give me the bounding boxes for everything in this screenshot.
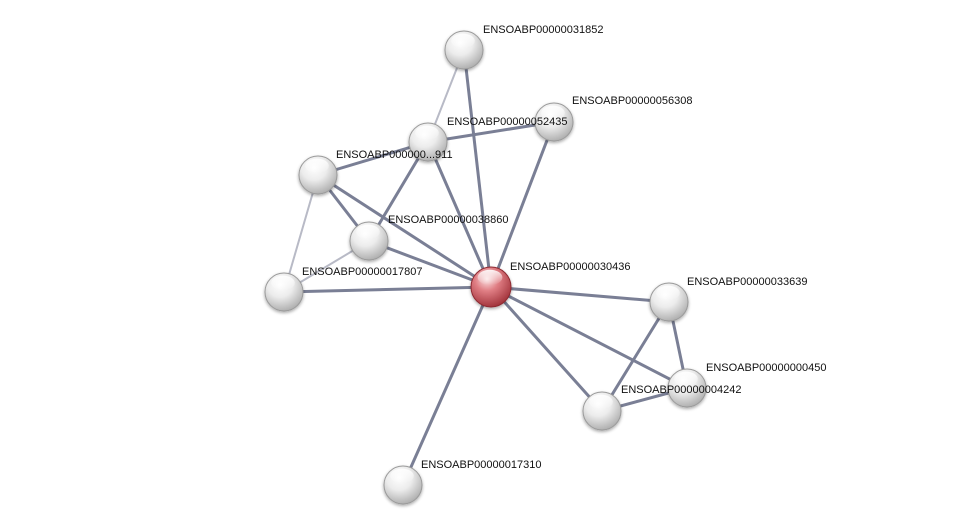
protein-node[interactable]: [408, 122, 448, 162]
protein-node[interactable]: [534, 102, 574, 142]
node-label: ENSOABP00000056308: [572, 95, 692, 107]
edge-n30436-n4242: [489, 285, 604, 413]
node-label: ENSOABP00000000450: [706, 362, 826, 374]
node-gloss: [415, 125, 439, 141]
query-protein-node[interactable]: [470, 266, 512, 308]
node-gloss: [390, 468, 414, 484]
node-gloss: [356, 224, 380, 240]
node-gloss: [674, 371, 698, 387]
node-gloss: [271, 275, 295, 291]
edge-n30436-n450: [489, 285, 689, 390]
nodes-layer: [264, 30, 707, 505]
node-label: ENSOABP00000052435: [447, 116, 567, 128]
edge-n911-n30436: [316, 173, 493, 289]
node-label: ENSOABP00000017807: [302, 266, 422, 278]
edge-n52435-n30436: [426, 140, 493, 289]
protein-node[interactable]: [349, 221, 389, 261]
node-gloss: [477, 269, 503, 285]
node-gloss: [305, 158, 329, 174]
edge-n30436-n17310: [401, 285, 493, 487]
node-gloss: [451, 33, 475, 49]
edge-n56308-n30436: [489, 120, 556, 289]
node-gloss: [589, 394, 613, 410]
labels-layer: ENSOABP00000031852ENSOABP00000056308ENSO…: [302, 24, 826, 471]
protein-node[interactable]: [383, 465, 423, 505]
edge-n30436-n33639: [489, 285, 671, 304]
protein-node[interactable]: [649, 282, 689, 322]
node-gloss: [656, 285, 680, 301]
protein-node[interactable]: [444, 30, 484, 70]
edge-n33639-n4242: [600, 300, 671, 413]
edge-n17807-n30436: [282, 285, 493, 294]
edge-n31852-n30436: [462, 48, 493, 289]
edge-n56308-n52435: [426, 120, 556, 144]
node-label: ENSOABP00000030436: [510, 261, 630, 273]
node-label: ENSOABP00000004242: [621, 384, 741, 396]
node-label: ENSOABP00000017310: [421, 459, 541, 471]
edge-n911-n17807: [283, 174, 319, 293]
node-label: ENSOABP000000...911: [336, 149, 453, 161]
protein-node[interactable]: [264, 272, 304, 312]
node-gloss: [541, 105, 565, 121]
node-label: ENSOABP00000031852: [483, 24, 603, 36]
protein-node[interactable]: [667, 368, 707, 408]
node-label: ENSOABP00000038860: [388, 214, 508, 226]
protein-node[interactable]: [298, 155, 338, 195]
edge-n38860-n30436: [367, 239, 493, 289]
protein-node[interactable]: [582, 391, 622, 431]
node-label: ENSOABP00000033639: [687, 276, 807, 288]
